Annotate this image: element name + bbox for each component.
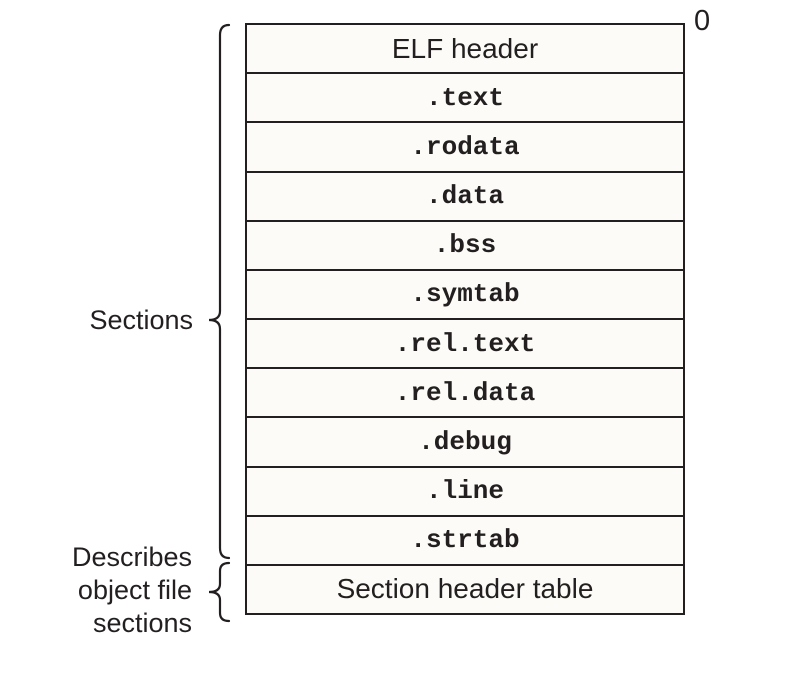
row-label: .rodata xyxy=(410,131,520,162)
row-label: .bss xyxy=(433,230,497,261)
row-section-bss: .bss xyxy=(247,222,683,271)
describes-brace xyxy=(208,561,231,623)
row-section-rel-data: .rel.data xyxy=(247,369,683,419)
row-label: .rel.data xyxy=(394,377,536,408)
describes-brace-label-line: object file xyxy=(77,575,192,605)
sections-brace xyxy=(208,23,231,560)
row-section-header-table: Section header table xyxy=(247,566,683,613)
origin-offset-label: 0 xyxy=(694,5,711,37)
row-label: .strtab xyxy=(410,525,520,556)
row-section-data: .data xyxy=(247,173,683,222)
row-section-symtab: .symtab xyxy=(247,271,683,321)
row-label: .rel.text xyxy=(394,328,536,359)
describes-brace-label: Describes object file sections xyxy=(30,541,192,640)
describes-brace-label-line: sections xyxy=(92,608,192,638)
row-label: .text xyxy=(425,82,504,113)
row-section-rodata: .rodata xyxy=(247,123,683,173)
row-section-text: .text xyxy=(247,74,683,124)
row-label: .symtab xyxy=(410,279,520,310)
row-label: ELF header xyxy=(391,32,539,64)
row-section-rel-text: .rel.text xyxy=(247,320,683,370)
row-label: Section header table xyxy=(336,573,594,605)
row-label: .data xyxy=(425,181,504,212)
row-elf-header: ELF header xyxy=(247,25,683,75)
row-label: .line xyxy=(425,476,504,507)
elf-file-table: ELF header .text .rodata .data .bss .sym… xyxy=(245,23,685,615)
sections-brace-label: Sections xyxy=(89,305,193,335)
describes-brace-label-line: Describes xyxy=(71,542,192,572)
row-section-debug: .debug xyxy=(247,418,683,468)
row-section-line: .line xyxy=(247,468,683,517)
row-section-strtab: .strtab xyxy=(247,517,683,566)
row-label: .debug xyxy=(418,426,512,457)
brace-graphics xyxy=(208,23,231,623)
